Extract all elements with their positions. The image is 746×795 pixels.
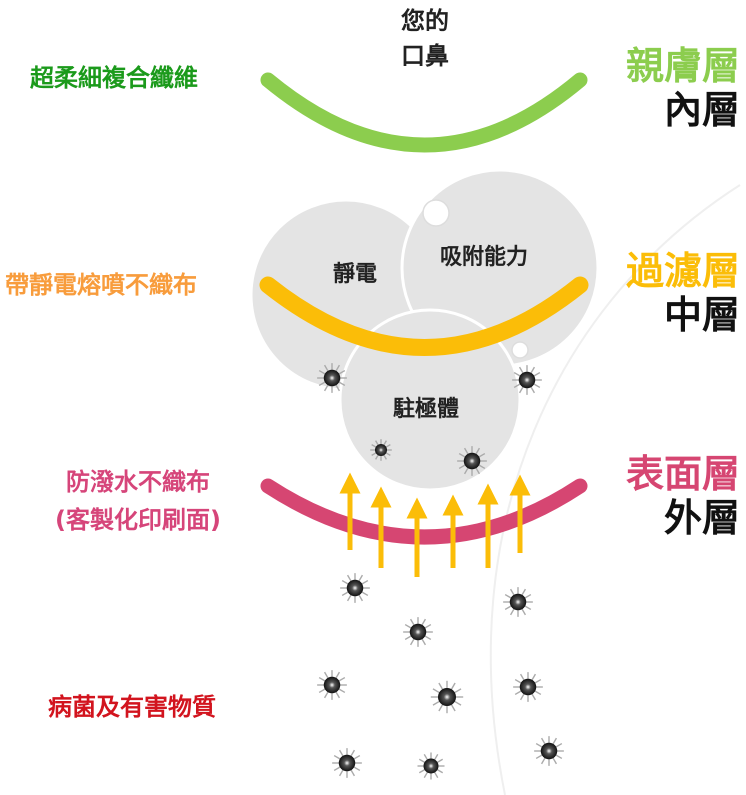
germ-particle-icon [430,680,464,714]
outer-layer-label: 表面層 外層 [608,452,740,540]
decorative-curve [489,184,741,795]
inner-layer-arc [260,72,588,153]
germ-particle-icon [457,446,487,476]
outer-material-line2: (客製化印刷面) [55,506,221,535]
static-label: 靜電 [333,262,378,287]
germ-particle-icon [503,587,533,617]
outer-layer-name: 表面層 [625,452,740,496]
inner-layer-label: 親膚層 內層 [608,44,740,132]
germ-particle-icon [512,365,542,395]
germ-particle-icon [513,672,543,702]
bubble-small-1 [422,199,450,227]
germ-particle-icon [340,573,370,603]
middle-material-label: 帶靜電熔噴不織布 [5,271,197,299]
face-label: 您的 口鼻 [380,4,470,74]
bubble-small-2 [511,341,529,359]
germ-particle-icon [534,736,564,766]
filter-circles [249,168,600,492]
outer-material-line1: 防潑水不織布 [65,468,210,496]
germs-label: 病菌及有害物質 [48,693,216,721]
electret-circle [338,308,522,492]
middle-layer-arc [259,276,589,356]
inner-layer-name: 親膚層 [625,44,740,88]
germ-particle-icon [332,748,362,778]
electret-label: 駐極體 [393,397,460,422]
middle-layer-name: 過濾層 [625,249,740,293]
middle-layer-position: 中層 [663,292,740,337]
germ-particles [317,363,564,780]
middle-layer-label: 過濾層 中層 [608,249,740,337]
face-label-line2: 口鼻 [401,41,449,70]
face-label-line1: 您的 [401,7,449,35]
inner-material-label: 超柔細複合纖維 [30,64,198,92]
inner-layer-position: 內層 [663,87,740,132]
germ-particle-icon [370,439,392,461]
germ-particle-icon [317,670,347,700]
outer-material-label: 防潑水不織布 (客製化印刷面) [55,463,221,540]
outer-layer-position: 外層 [663,495,740,540]
germ-particle-icon [403,617,433,647]
outer-layer-arc [260,478,588,545]
adsorption-label: 吸附能力 [440,245,529,270]
germ-particle-icon [317,363,347,393]
germ-particle-icon [417,752,445,780]
up-arrows [339,472,531,577]
